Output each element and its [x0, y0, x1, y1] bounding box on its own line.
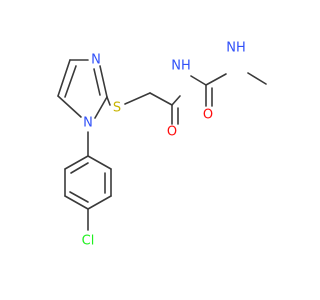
- imidazole-ring: [57, 59, 108, 119]
- atom-cl-aryl: Cl: [82, 234, 95, 249]
- bond-carbonyl-nh: [171, 95, 181, 106]
- bond-n1-c2: [94, 96, 108, 119]
- atom-o-urea: O: [203, 108, 213, 123]
- atom-o-amide: O: [167, 125, 177, 140]
- atom-s-thioether: S: [113, 101, 121, 116]
- bond-aryl-c6-c1-double: [70, 162, 89, 174]
- bond-urea-carbon-nh: [205, 73, 227, 86]
- bond-c4-c5: [57, 59, 71, 97]
- atom-nh-methyl: NH: [226, 41, 246, 56]
- thioacetyl-chain: [106, 92, 181, 125]
- bond-s-ch2: [124, 92, 151, 105]
- bond-aryl-c3-c4: [87, 195, 112, 210]
- bond-aryl-c4-c5: [64, 195, 89, 210]
- atom-n-ring-bottom: N: [83, 116, 93, 131]
- bond-nh-methyl: [247, 72, 267, 85]
- molecule-diagram: N N S NH O NH O Cl: [57, 41, 267, 249]
- bond-aryl-c4-c5-double: [69, 191, 89, 203]
- atom-n-ring-top: N: [91, 53, 101, 68]
- urea-fragment: [190, 72, 267, 107]
- bond-ch2-carbonyl: [149, 92, 173, 106]
- bond-c5-n1: [57, 95, 82, 118]
- chlorophenyl-ring: [64, 131, 112, 231]
- bond-c2-n3: [99, 65, 108, 98]
- bond-aryl-c6-c1: [64, 155, 89, 170]
- bond-c2-n3-double: [93, 68, 101, 96]
- bond-c4-c5-double: [64, 65, 77, 98]
- bond-nh-urea-carbon: [190, 75, 207, 86]
- atom-nh-amide: NH: [171, 59, 191, 74]
- bond-c2-s: [106, 96, 111, 106]
- bond-aryl-c1-c2: [87, 155, 112, 170]
